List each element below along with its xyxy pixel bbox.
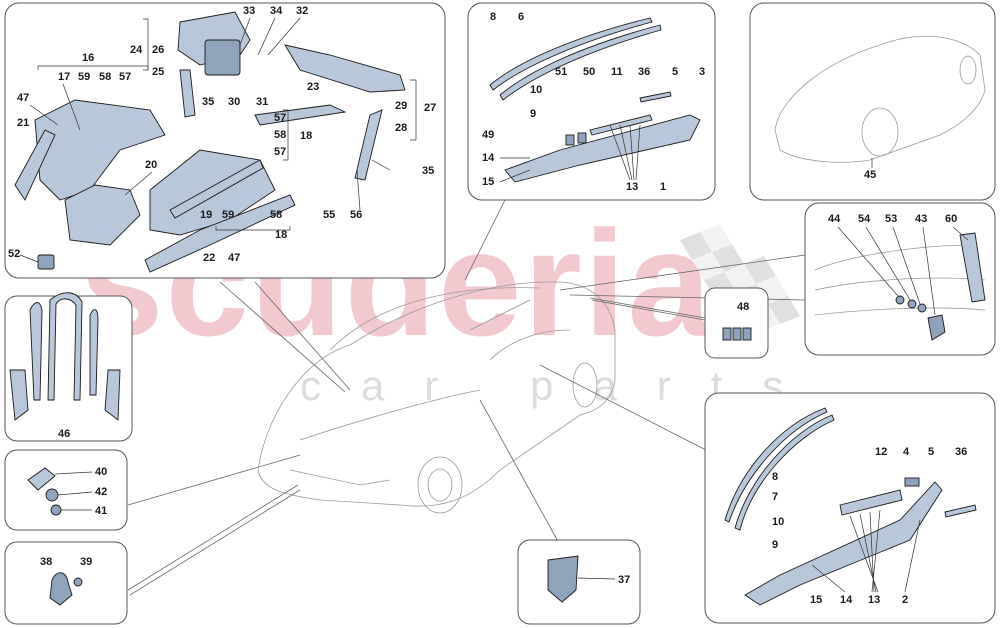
callout-label: 5 xyxy=(672,66,678,78)
callout-label: 51 xyxy=(555,66,567,78)
callout-label: 26 xyxy=(152,44,164,56)
callout-label: 35 xyxy=(202,96,214,108)
callout-label: 8 xyxy=(772,471,778,483)
callout-label: 54 xyxy=(858,213,871,225)
callout-label: 6 xyxy=(518,11,524,23)
callout-label: 17 xyxy=(58,71,70,83)
callout-label: 52 xyxy=(8,248,20,260)
callout-label: 1 xyxy=(660,181,666,193)
panel-engine-bay: 33 34 32 24 26 16 17 59 58 57 25 35 30 3… xyxy=(4,2,446,279)
callout-label: 12 xyxy=(875,446,887,458)
callout-label: 36 xyxy=(955,446,967,458)
callout-label: 24 xyxy=(130,44,143,56)
callout-label: 33 xyxy=(243,5,255,17)
callout-label: 4 xyxy=(903,446,910,458)
callout-label: 57 xyxy=(119,71,131,83)
callout-label: 10 xyxy=(530,84,542,96)
panel-46: 46 xyxy=(4,292,133,442)
callout-label: 60 xyxy=(945,213,957,225)
panel-38: 38 39 xyxy=(4,541,128,625)
callout-label: 40 xyxy=(95,466,107,478)
callout-label: 16 xyxy=(82,52,94,64)
callout-label: 21 xyxy=(17,117,29,129)
callout-label: 45 xyxy=(864,169,876,181)
callout-label: 58 xyxy=(270,209,282,221)
callout-label: 2 xyxy=(902,594,908,606)
callout-label: 53 xyxy=(885,213,897,225)
callout-label: 11 xyxy=(611,66,623,78)
callout-label: 18 xyxy=(275,229,287,241)
callout-label: 13 xyxy=(868,594,880,606)
callout-label: 13 xyxy=(626,181,638,193)
callout-label: 36 xyxy=(638,66,650,78)
watermark-sub: car parts xyxy=(300,362,823,409)
callout-label: 27 xyxy=(424,102,436,114)
callout-label: 7 xyxy=(772,491,778,503)
callout-label: 25 xyxy=(152,66,164,78)
callout-label: 10 xyxy=(772,516,784,528)
callout-label: 38 xyxy=(40,556,52,568)
callout-label: 14 xyxy=(840,594,853,606)
callout-label: 35 xyxy=(422,165,434,177)
callout-label: 14 xyxy=(482,152,495,164)
callout-label: 34 xyxy=(270,5,283,17)
callout-label: 22 xyxy=(203,252,215,264)
callout-label: 3 xyxy=(699,66,705,78)
callout-label: 47 xyxy=(17,92,29,104)
callout-label: 49 xyxy=(482,129,494,141)
callout-label: 20 xyxy=(145,159,157,171)
callout-label: 59 xyxy=(222,209,234,221)
callout-label: 42 xyxy=(95,486,107,498)
callout-label: 28 xyxy=(395,122,407,134)
panel-rear: 44 54 53 43 60 xyxy=(804,202,996,356)
callout-label: 15 xyxy=(810,594,822,606)
main-car-outline xyxy=(257,281,616,514)
panel-sill-bottom: 12 4 5 36 8 7 10 9 15 14 13 2 xyxy=(704,392,996,624)
callout-label: 48 xyxy=(737,301,749,313)
callout-label: 59 xyxy=(78,71,90,83)
callout-label: 19 xyxy=(200,209,212,221)
callout-label: 58 xyxy=(274,129,286,141)
callout-label: 5 xyxy=(928,446,934,458)
panel-40: 40 42 41 xyxy=(4,449,128,531)
callout-label: 9 xyxy=(772,539,778,551)
panel-48: 48 xyxy=(704,287,769,359)
callout-label: 9 xyxy=(530,108,536,120)
callout-label: 31 xyxy=(256,96,268,108)
callout-label: 58 xyxy=(99,71,111,83)
callout-label: 39 xyxy=(80,556,92,568)
callout-label: 32 xyxy=(296,5,308,17)
callout-label: 18 xyxy=(300,130,312,142)
callout-label: 57 xyxy=(274,146,286,158)
callout-label: 43 xyxy=(915,213,927,225)
callout-label: 47 xyxy=(228,252,240,264)
callout-label: 57 xyxy=(274,112,286,124)
callout-label: 56 xyxy=(350,209,362,221)
callout-label: 44 xyxy=(828,213,841,225)
callout-label: 30 xyxy=(228,96,240,108)
panel-37: 37 xyxy=(517,539,641,625)
callout-label: 37 xyxy=(618,574,630,586)
callout-label: 29 xyxy=(395,100,407,112)
callout-label: 8 xyxy=(490,11,496,23)
callout-label: 50 xyxy=(583,66,595,78)
callout-label: 15 xyxy=(482,176,494,188)
callout-label: 23 xyxy=(307,81,319,93)
callout-label: 55 xyxy=(323,209,335,221)
panel-sill-top: 8 6 10 9 51 50 11 36 5 3 49 14 15 13 1 xyxy=(467,2,716,201)
panel-car-small: 45 xyxy=(749,2,996,201)
callout-label: 41 xyxy=(95,505,107,517)
callout-label: 46 xyxy=(58,428,70,440)
